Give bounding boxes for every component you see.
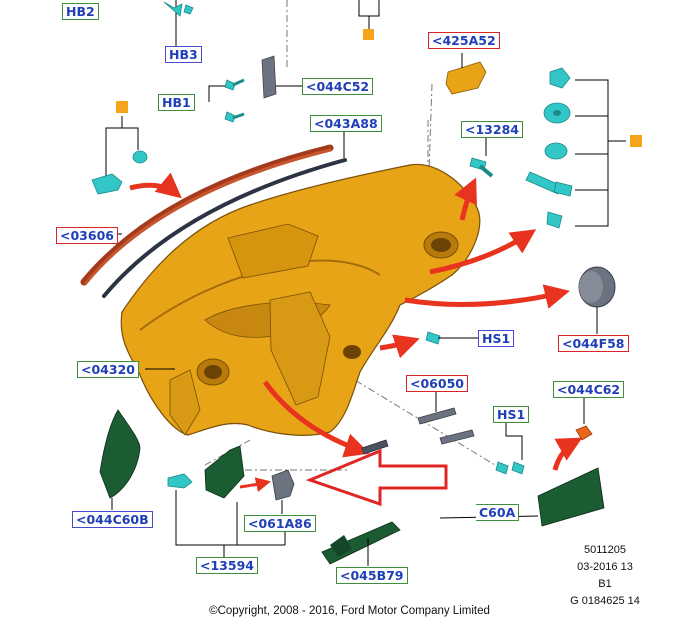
meta-line-2: 03-2016 13 — [577, 561, 633, 573]
screw-hs1-top — [425, 331, 478, 345]
top-clip-group — [163, 0, 194, 46]
copyright-notice: ©Copyright, 2008 - 2016, Ford Motor Comp… — [209, 605, 490, 617]
callout-arrows — [239, 177, 583, 493]
label-044f58[interactable]: <044F58 — [558, 335, 629, 352]
label-061a86[interactable]: <061A86 — [244, 515, 316, 532]
left-clip-group — [91, 101, 182, 199]
screw-hs1-bottom — [495, 422, 525, 475]
label-425a52[interactable]: <425A52 — [428, 32, 500, 49]
label-044c52[interactable]: <044C52 — [302, 78, 374, 95]
label-043a88[interactable]: <043A88 — [310, 115, 382, 132]
label-hs1-top[interactable]: HS1 — [478, 330, 515, 347]
label-044c60b[interactable]: <044C60B — [72, 511, 153, 528]
meta-line-3: B1 — [598, 578, 612, 590]
label-hs1-bottom[interactable]: HS1 — [493, 406, 530, 423]
trim-045b79 — [321, 521, 401, 566]
hb1-fastener-group — [208, 55, 302, 123]
meta-line-4: G 0184625 14 — [570, 595, 640, 607]
screw-13284 — [469, 136, 494, 178]
meta-line-1: 5011205 — [583, 544, 626, 556]
label-03606[interactable]: <03606 — [56, 227, 118, 244]
label-04320[interactable]: <04320 — [77, 361, 139, 378]
label-c60a[interactable]: C60A — [476, 504, 520, 521]
trim-044c60a — [439, 467, 605, 527]
label-hb1[interactable]: HB1 — [158, 94, 195, 111]
trim-044c60b — [99, 409, 141, 510]
label-045b79[interactable]: <045B79 — [336, 567, 408, 584]
label-06050[interactable]: <06050 — [406, 375, 468, 392]
label-13284[interactable]: <13284 — [461, 121, 523, 138]
part-044f58-vent — [578, 266, 616, 334]
right-fastener-stack — [525, 67, 642, 229]
top-bracket — [358, 0, 380, 40]
label-hb3[interactable]: HB3 — [165, 46, 202, 63]
clip-044c62 — [575, 397, 593, 441]
label-044c62[interactable]: <044C62 — [553, 381, 625, 398]
part-13594-group — [167, 445, 286, 557]
instrument-panel — [120, 163, 481, 436]
bracket-061a86 — [271, 469, 295, 514]
part-425a52-bracket — [445, 53, 487, 95]
large-indicator-arrow — [305, 448, 448, 507]
part-06050-strips — [361, 391, 475, 455]
label-hb2[interactable]: HB2 — [62, 3, 99, 20]
label-13594[interactable]: <13594 — [196, 557, 258, 574]
